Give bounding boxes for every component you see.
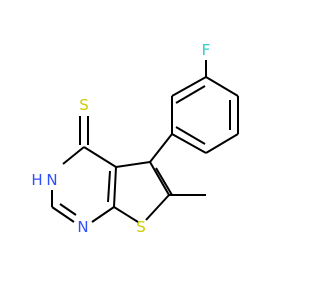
bond-n1-c7a <box>91 206 115 223</box>
bond-ring-bottom-left <box>171 133 207 154</box>
bond-c2-n1-inner <box>59 203 77 216</box>
bond-c4-n3 <box>62 146 85 165</box>
bond-ring-bottom-left-inner <box>175 126 206 145</box>
molecule-structure-canvas: F S H N N S <box>31 41 239 236</box>
bond-ring-top-left <box>171 76 207 97</box>
bond-c7a-c4a <box>113 166 117 208</box>
atom-ring-sulfur: S <box>136 218 146 236</box>
bond-aryl-link <box>149 133 173 163</box>
atom-thione-sulfur: S <box>79 96 89 114</box>
atom-fluorine: F <box>202 41 211 59</box>
atom-nh-hydrogen: H <box>31 171 42 189</box>
bond-ring-top-right <box>205 76 239 97</box>
bond-c7a-c4a-inner <box>107 170 111 203</box>
bond-c4a-c5 <box>115 161 151 168</box>
bond-ring-top-left-inner <box>175 85 206 104</box>
bond-c2-n1 <box>51 206 75 223</box>
bond-s-c7a <box>113 206 139 223</box>
bond-layer <box>51 60 239 223</box>
bond-c5-c6 <box>149 161 170 196</box>
atom-ring-nitrogen: N <box>77 218 88 236</box>
bond-c4a-c4 <box>83 146 117 168</box>
atom-nh-nitrogen: N <box>46 171 57 189</box>
bond-ring-bottom-right <box>205 133 239 154</box>
bond-c5-c6-inner <box>155 167 173 196</box>
atom-label-layer: F S H N N S <box>31 41 210 236</box>
bond-c6-s <box>145 194 170 221</box>
